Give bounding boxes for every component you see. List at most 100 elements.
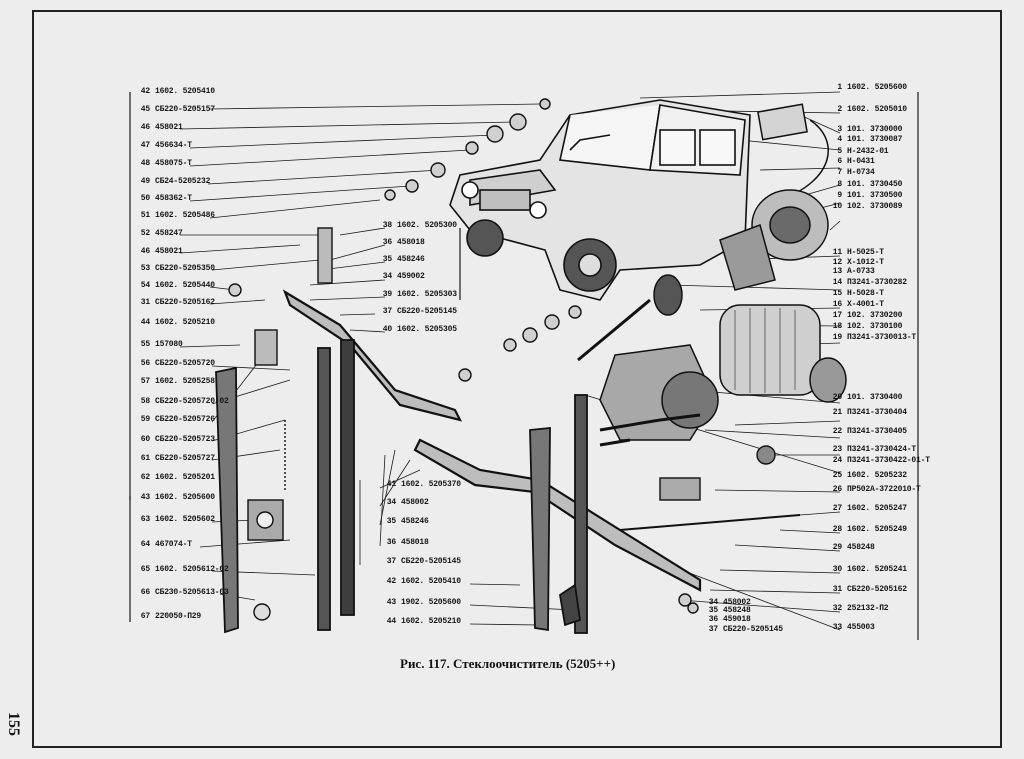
callout-number: 32 — [832, 604, 842, 613]
part-code: СБ220-5205162 — [847, 585, 907, 594]
part-code: 1602. 5205600 — [847, 83, 907, 92]
callout-number: 58 — [140, 397, 150, 406]
part-code: СБ220-5205145 — [723, 625, 783, 634]
callout-label: 33 455003 — [826, 623, 875, 633]
callout-label: 36 458018 — [376, 238, 425, 248]
part-code: 101. 3730087 — [847, 135, 903, 144]
part-code: 1602. 5205602 — [155, 515, 215, 524]
callout-number: 26 — [832, 485, 842, 494]
part-code: А-0733 — [847, 267, 875, 276]
part-code: СБ220-5205350 — [155, 264, 215, 273]
part-code: 1602. 5205303 — [397, 290, 457, 299]
part-code: 458002 — [401, 498, 429, 507]
callout-number: 61 — [140, 454, 150, 463]
part-code: 1602. 5205370 — [401, 480, 461, 489]
callout-number: 34 — [386, 498, 396, 507]
callout-number: 35 — [386, 517, 396, 526]
callout-number: 37 — [708, 625, 718, 634]
callout-label: 26 ПР502А-3722010-Т — [826, 485, 921, 495]
callout-number: 31 — [140, 298, 150, 307]
callout-number: 36 — [382, 238, 392, 247]
part-code: 102. 3730200 — [847, 311, 903, 320]
callout-number: 33 — [832, 623, 842, 632]
part-code: 458246 — [397, 255, 425, 264]
callout-number: 44 — [386, 617, 396, 626]
callout-number: 35 — [382, 255, 392, 264]
callout-number: 67 — [140, 612, 150, 621]
callout-number: 24 — [832, 456, 842, 465]
callout-label: 34 458002 — [380, 498, 429, 508]
part-code: 157080 — [155, 340, 183, 349]
part-code: 101. 3730500 — [847, 191, 903, 200]
callout-number: 40 — [382, 325, 392, 334]
callout-label: 47 456634-Т — [134, 141, 192, 151]
part-code: СБ220-5205145 — [401, 557, 461, 566]
part-code: 1602. 5205241 — [847, 565, 907, 574]
callout-number: 49 — [140, 177, 150, 186]
callout-number: 22 — [832, 427, 842, 436]
callout-number: 21 — [832, 408, 842, 417]
callout-number: 48 — [140, 159, 150, 168]
part-code: 101. 3730000 — [847, 125, 903, 134]
part-code: СБ220-5205720-02 — [155, 397, 229, 406]
part-code: СБ220-5205726 — [155, 415, 215, 424]
part-code: 458021 — [155, 123, 183, 132]
small-parts — [228, 98, 776, 621]
callout-number: 29 — [832, 543, 842, 552]
part-code: ПР502А-3722010-Т — [847, 485, 921, 494]
part-code: 458246 — [401, 517, 429, 526]
part-code: СБ230-5205613-03 — [155, 588, 229, 597]
part-code: СБ220-5205720 — [155, 359, 215, 368]
part-code: 1602. 5205201 — [155, 473, 215, 482]
part-code: 467074-Т — [155, 540, 192, 549]
part-code: СБ220-5205157 — [155, 105, 215, 114]
part-code: 458018 — [397, 238, 425, 247]
part-code: 1602. 5205210 — [401, 617, 461, 626]
part-code: 1602. 5205486 — [155, 211, 215, 220]
callout-number: 47 — [140, 141, 150, 150]
callout-number: 43 — [386, 598, 396, 607]
callout-number: 42 — [140, 87, 150, 96]
callout-number: 28 — [832, 525, 842, 534]
figure-caption: Рис. 117. Стеклоочиститель (5205++) — [400, 656, 616, 671]
part-code: 456634-Т — [155, 141, 192, 150]
part-code: 455003 — [847, 623, 875, 632]
callout-number: 13 — [832, 267, 842, 276]
vehicle — [449, 99, 751, 301]
callout-number: 19 — [832, 333, 842, 342]
part-code: 102. 3730089 — [847, 202, 903, 211]
callout-number: 20 — [832, 393, 842, 402]
